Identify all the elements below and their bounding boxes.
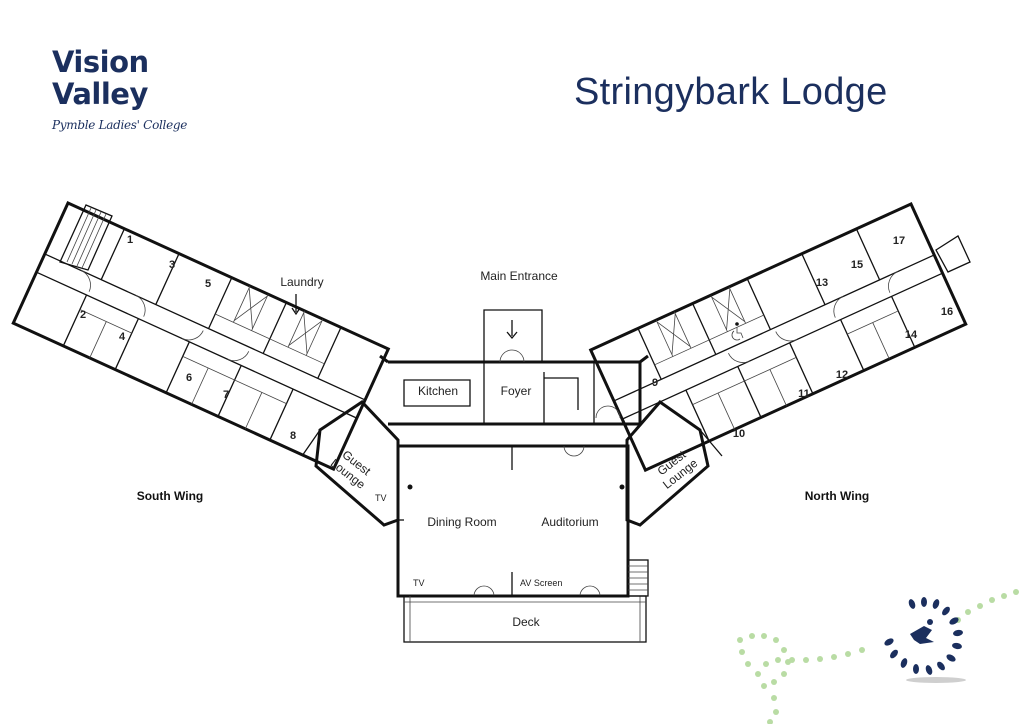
- page-title: Stringybark Lodge: [574, 71, 888, 113]
- room-number: 10: [733, 428, 745, 440]
- foyer-label: Foyer: [501, 384, 532, 398]
- brand-line-1: Vision: [52, 45, 149, 79]
- north-wing: [588, 202, 971, 527]
- room-number: 5: [205, 278, 211, 290]
- room-number: 7: [223, 389, 229, 401]
- stairs-icon: [59, 204, 113, 271]
- room-number: 13: [816, 277, 828, 289]
- accessible-icon: [731, 322, 744, 341]
- room-number: 12: [836, 369, 848, 381]
- room-number: 17: [893, 235, 905, 247]
- room-number: 1: [127, 234, 133, 246]
- logo-mark-icon: [884, 597, 966, 683]
- tv-label-dining: TV: [413, 578, 425, 588]
- room-number: 15: [851, 259, 863, 271]
- room-number: 16: [941, 306, 953, 318]
- dining-room-label: Dining Room: [427, 515, 496, 529]
- central-block: [379, 309, 649, 643]
- brand-line-2: Valley: [52, 77, 148, 111]
- south-wing: [11, 201, 400, 527]
- room-number: 4: [119, 331, 126, 343]
- decorative-dot-trail: [737, 589, 1019, 724]
- brand-logo: Vision Valley Pymble Ladies' College: [52, 46, 187, 132]
- laundry-label: Laundry: [280, 275, 323, 289]
- main-entrance-label: Main Entrance: [480, 269, 558, 283]
- north-wing-label: North Wing: [805, 489, 870, 503]
- tv-label-lounge: TV: [375, 493, 387, 503]
- stairs-icon: [935, 235, 971, 273]
- stairs-icon: [627, 559, 649, 597]
- room-number: 14: [905, 329, 918, 341]
- room-number: 3: [169, 259, 175, 271]
- room-number: 11: [798, 388, 810, 400]
- room-number: 8: [290, 430, 296, 442]
- auditorium-label: Auditorium: [541, 515, 598, 529]
- brand-line-3: Pymble Ladies' College: [52, 118, 188, 132]
- av-screen-label: AV Screen: [520, 578, 562, 588]
- room-number: 6: [186, 372, 192, 384]
- deck-label: Deck: [512, 615, 540, 629]
- room-number: 9: [652, 377, 658, 389]
- south-wing-label: South Wing: [137, 489, 204, 503]
- kitchen-label: Kitchen: [418, 384, 458, 398]
- room-number: 2: [80, 309, 86, 321]
